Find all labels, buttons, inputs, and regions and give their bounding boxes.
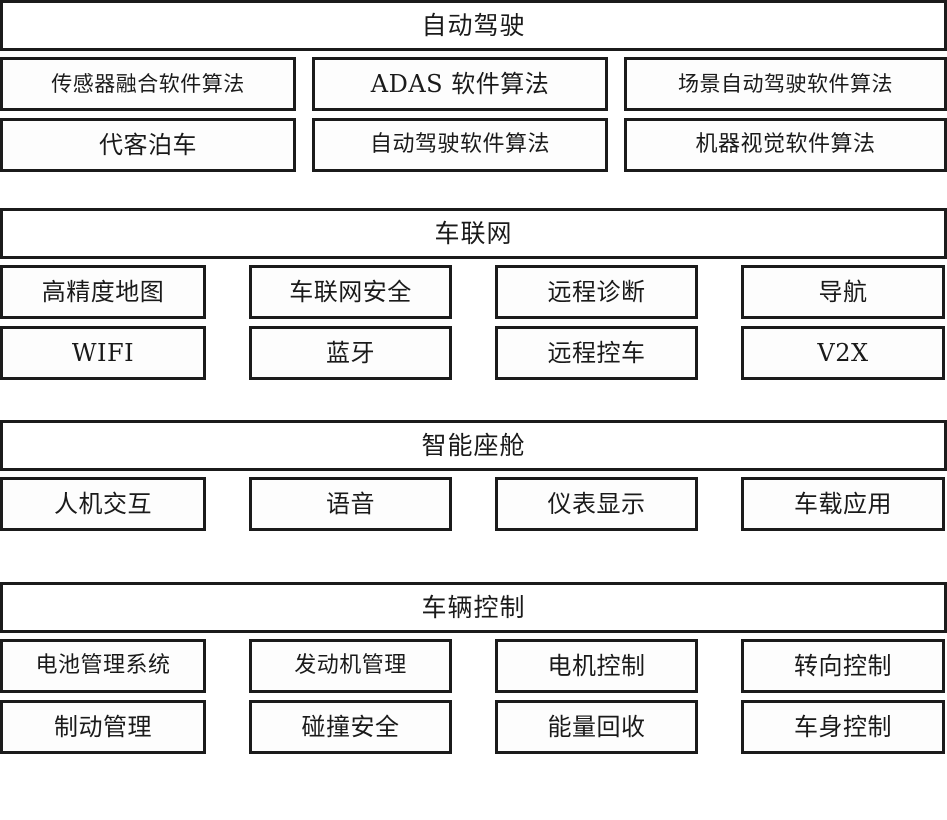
cell: 车身控制 [741, 700, 945, 754]
row-connected-vehicle-2: WIFI 蓝牙 远程控车 V2X [0, 326, 947, 380]
item-box[interactable]: 能量回收 [495, 700, 698, 754]
item-box[interactable]: 自动驾驶软件算法 [312, 118, 608, 172]
item-box[interactable]: V2X [741, 326, 945, 380]
section-header-smart-cockpit: 智能座舱 [0, 420, 947, 471]
cell: 高精度地图 [0, 265, 206, 319]
section-smart-cockpit: 智能座舱 人机交互 语音 仪表显示 车载应用 [0, 420, 947, 531]
item-box[interactable]: 机器视觉软件算法 [624, 118, 947, 172]
cell: 自动驾驶软件算法 [312, 118, 608, 172]
cell: 蓝牙 [249, 326, 452, 380]
item-box[interactable]: WIFI [0, 326, 206, 380]
section-connected-vehicle: 车联网 高精度地图 车联网安全 远程诊断 导航 WIFI 蓝牙 [0, 208, 947, 380]
cell: 远程控车 [495, 326, 698, 380]
section-vehicle-control: 车辆控制 电池管理系统 发动机管理 电机控制 转向控制 制动管理 碰撞安全 [0, 582, 947, 754]
item-box[interactable]: ADAS 软件算法 [312, 57, 608, 111]
cell: ADAS 软件算法 [312, 57, 608, 111]
spacer [0, 172, 947, 208]
cell: 场景自动驾驶软件算法 [624, 57, 947, 111]
cell: 能量回收 [495, 700, 698, 754]
cell: 人机交互 [0, 477, 206, 531]
cell: 代客泊车 [0, 118, 296, 172]
cell: WIFI [0, 326, 206, 380]
item-box[interactable]: 高精度地图 [0, 265, 206, 319]
spacer [0, 380, 947, 420]
cell: 语音 [249, 477, 452, 531]
row-vehicle-control-2: 制动管理 碰撞安全 能量回收 车身控制 [0, 700, 947, 754]
cell: 远程诊断 [495, 265, 698, 319]
row-autonomous-driving-1: 传感器融合软件算法 ADAS 软件算法 场景自动驾驶软件算法 [0, 57, 947, 111]
item-box[interactable]: 传感器融合软件算法 [0, 57, 296, 111]
item-box[interactable]: 车身控制 [741, 700, 945, 754]
item-box[interactable]: 语音 [249, 477, 452, 531]
row-autonomous-driving-2: 代客泊车 自动驾驶软件算法 机器视觉软件算法 [0, 118, 947, 172]
cell: 制动管理 [0, 700, 206, 754]
cell: 传感器融合软件算法 [0, 57, 296, 111]
item-box[interactable]: 仪表显示 [495, 477, 698, 531]
cell: 车联网安全 [249, 265, 452, 319]
spacer [0, 531, 947, 582]
row-vehicle-control-1: 电池管理系统 发动机管理 电机控制 转向控制 [0, 639, 947, 693]
spacer [0, 319, 947, 326]
section-header-connected-vehicle: 车联网 [0, 208, 947, 259]
cell: 机器视觉软件算法 [624, 118, 947, 172]
item-box[interactable]: 制动管理 [0, 700, 206, 754]
cell: 电机控制 [495, 639, 698, 693]
cell: 导航 [741, 265, 945, 319]
section-header-autonomous-driving: 自动驾驶 [0, 0, 947, 51]
cell: 电池管理系统 [0, 639, 206, 693]
cell: 发动机管理 [249, 639, 452, 693]
cell: 仪表显示 [495, 477, 698, 531]
row-smart-cockpit-1: 人机交互 语音 仪表显示 车载应用 [0, 477, 947, 531]
spacer [0, 111, 947, 118]
row-connected-vehicle-1: 高精度地图 车联网安全 远程诊断 导航 [0, 265, 947, 319]
item-box[interactable]: 场景自动驾驶软件算法 [624, 57, 947, 111]
item-box[interactable]: 蓝牙 [249, 326, 452, 380]
cell: V2X [741, 326, 945, 380]
item-box[interactable]: 人机交互 [0, 477, 206, 531]
cell: 碰撞安全 [249, 700, 452, 754]
spacer [0, 693, 947, 700]
section-header-vehicle-control: 车辆控制 [0, 582, 947, 633]
section-autonomous-driving: 自动驾驶 传感器融合软件算法 ADAS 软件算法 场景自动驾驶软件算法 代客泊车… [0, 0, 947, 172]
cell: 车载应用 [741, 477, 945, 531]
item-box[interactable]: 电机控制 [495, 639, 698, 693]
cell: 转向控制 [741, 639, 945, 693]
item-box[interactable]: 转向控制 [741, 639, 945, 693]
item-box[interactable]: 远程控车 [495, 326, 698, 380]
item-box[interactable]: 导航 [741, 265, 945, 319]
item-box[interactable]: 电池管理系统 [0, 639, 206, 693]
item-box[interactable]: 碰撞安全 [249, 700, 452, 754]
item-box[interactable]: 发动机管理 [249, 639, 452, 693]
item-box[interactable]: 代客泊车 [0, 118, 296, 172]
item-box[interactable]: 远程诊断 [495, 265, 698, 319]
item-box[interactable]: 车载应用 [741, 477, 945, 531]
item-box[interactable]: 车联网安全 [249, 265, 452, 319]
